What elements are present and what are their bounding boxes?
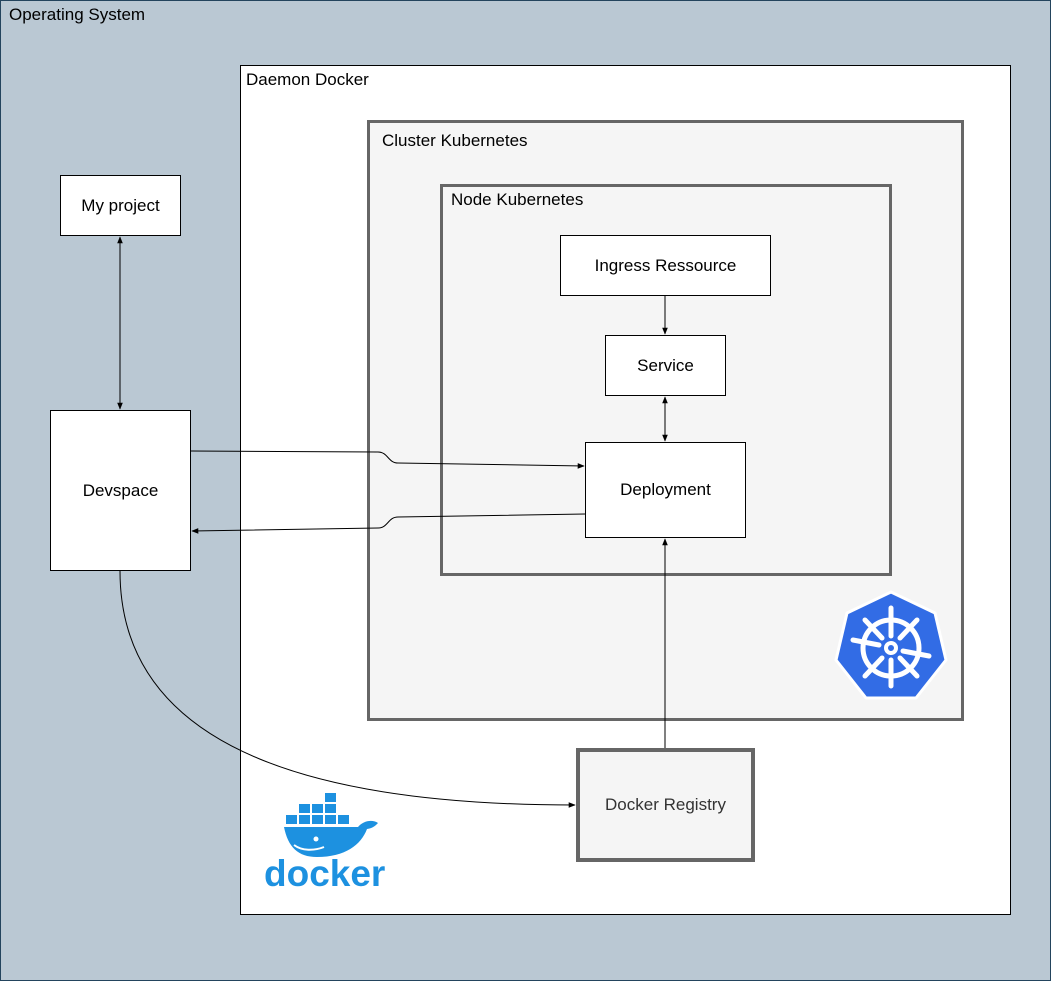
service-label: Service: [637, 355, 694, 375]
edge-devspace-to-deployment: [190, 450, 585, 469]
cluster-kubernetes-label: Cluster Kubernetes: [382, 131, 528, 150]
deployment-node[interactable]: Deployment: [585, 442, 746, 538]
docker-registry-label: Docker Registry: [605, 795, 726, 814]
edge-devspace-to-registry: [119, 570, 576, 808]
my-project-node[interactable]: My project: [60, 175, 181, 236]
edge-deployment-to-devspace: [191, 513, 586, 534]
devspace-node[interactable]: Devspace: [50, 410, 191, 571]
docker-wordmark: docker: [264, 853, 386, 894]
operating-system-label: Operating System: [9, 5, 146, 24]
my-project-label: My project: [81, 195, 160, 215]
devspace-label: Devspace: [82, 480, 159, 500]
docker-registry-node[interactable]: Docker Registry: [576, 748, 755, 862]
daemon-docker-label: Daemon Docker: [246, 70, 369, 89]
kubernetes-helm-icon: [834, 590, 948, 700]
service-node[interactable]: Service: [605, 335, 726, 396]
node-kubernetes-label: Node Kubernetes: [451, 190, 584, 209]
deployment-label: Deployment: [620, 480, 711, 499]
ingress-ressource-label: Ingress Ressource: [594, 255, 737, 275]
ingress-ressource-node[interactable]: Ingress Ressource: [560, 235, 771, 296]
docker-whale-icon: [284, 793, 378, 857]
